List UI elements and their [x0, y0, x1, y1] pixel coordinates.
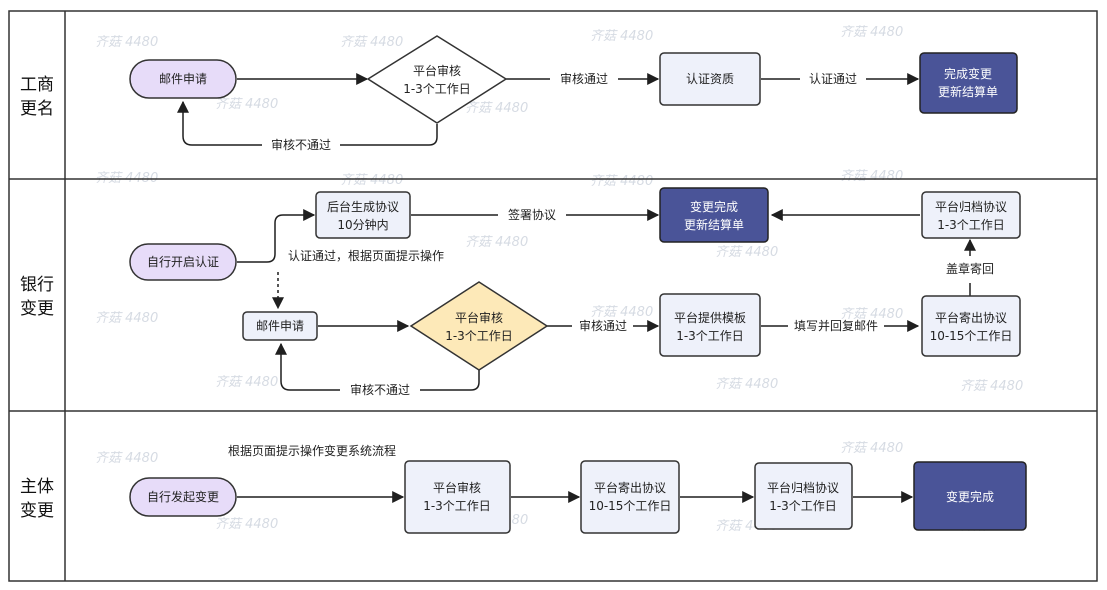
lane-titles: 工商 更名 银行 变更 主体 变更: [20, 75, 54, 521]
node-label: 1-3个工作日: [769, 499, 837, 513]
edge-label: 审核不通过: [350, 382, 410, 397]
node-label: 1-3个工作日: [445, 329, 513, 343]
edge-label: 审核通过: [579, 318, 627, 333]
process-node-template: [659, 293, 761, 357]
lane-title: 主体: [20, 477, 54, 497]
node-label: 后台生成协议: [327, 199, 399, 214]
process-node-cert-qualification: [659, 52, 761, 106]
lane-note: 根据页面提示操作变更系统流程: [228, 443, 396, 458]
node-label: 平台审核: [413, 63, 461, 78]
watermark: 齐菇 4480: [340, 173, 403, 188]
lane-entity-change: 根据页面提示操作变更系统流程 自行发起变更 平台审核 1-3个工作日 平台寄出协…: [129, 443, 1027, 534]
node-label: 自行开启认证: [147, 255, 219, 269]
lane-title: 更名: [20, 99, 54, 119]
node-label: 10分钟内: [337, 217, 388, 232]
node-label: 1-3个工作日: [403, 82, 471, 96]
node-label: 1-3个工作日: [423, 499, 491, 513]
watermark: 齐菇 4480: [95, 35, 158, 50]
watermark: 齐菇 4480: [215, 97, 278, 112]
edge-label: 认证通过: [809, 72, 857, 86]
node-label: 平台寄出协议: [935, 310, 1007, 325]
process-node-backend-generate: [315, 191, 411, 239]
node-label: 1-3个工作日: [676, 329, 744, 343]
edge-label: 认证通过，根据页面提示操作: [288, 248, 444, 263]
watermark: 齐菇 4480: [840, 441, 903, 456]
node-label: 自行发起变更: [147, 489, 219, 504]
watermark: 齐菇 4480: [95, 451, 158, 466]
start-node-self-start-cert: [129, 243, 237, 281]
edge-label: 签署协议: [508, 207, 556, 222]
end-node-change-done: [659, 187, 769, 243]
process-node-archive: [754, 462, 853, 530]
watermark: 齐菇 4480: [840, 169, 903, 184]
edge-label: 填写并回复邮件: [794, 319, 878, 333]
node-label: 平台提供模板: [674, 310, 746, 325]
process-node-mail-out: [580, 460, 680, 534]
watermark: 齐菇 4480: [840, 307, 903, 322]
start-node-mail-apply: [129, 59, 237, 99]
end-node-change-done: [913, 461, 1027, 531]
edge-label: 盖章寄回: [946, 261, 994, 276]
watermark: 齐菇 4480: [590, 305, 653, 320]
node-label: 平台寄出协议: [594, 480, 666, 495]
node-label: 平台审核: [433, 480, 481, 495]
node-label: 平台归档协议: [767, 480, 839, 495]
watermark: 齐菇 4480: [215, 375, 278, 390]
watermark: 齐菇 4480: [465, 235, 528, 250]
node-label: 10-15个工作日: [589, 499, 672, 513]
watermark: 齐菇 4480: [95, 311, 158, 326]
decision-node-platform-review: [366, 35, 508, 124]
edge-line: [340, 124, 438, 146]
process-node-archive: [921, 191, 1021, 239]
node-label: 认证资质: [686, 72, 734, 86]
swimlane-frame: [8, 10, 1098, 582]
node-label: 平台审核: [455, 310, 503, 325]
watermark: 齐菇 4480: [465, 101, 528, 116]
node-label: 完成变更: [944, 66, 992, 81]
node-label: 更新结算单: [684, 217, 744, 232]
start-node-self-start-change: [129, 477, 237, 517]
lane-title: 变更: [20, 501, 54, 521]
process-node-platform-review: [404, 460, 511, 534]
node-label: 邮件申请: [159, 72, 207, 86]
decision-node-platform-review: [409, 281, 549, 371]
lane-business-rename: 邮件申请 平台审核 1-3个工作日 审核通过 认证资质 认证通过 完成变更 更新…: [129, 35, 1018, 152]
edge-label: 审核通过: [560, 71, 608, 86]
node-label: 1-3个工作日: [937, 218, 1005, 232]
lane-title: 变更: [20, 299, 54, 319]
edge-label: 审核不通过: [271, 137, 331, 152]
edge-arrow: [177, 100, 262, 146]
node-label: 变更完成: [690, 199, 738, 214]
node-label: 平台归档协议: [935, 199, 1007, 214]
watermark: 齐菇 4480: [960, 379, 1023, 394]
watermark: 齐菇 4480: [715, 245, 778, 260]
watermark: 齐菇 4480: [590, 29, 653, 44]
node-label: 变更完成: [946, 489, 994, 504]
process-node-mail-out: [921, 295, 1021, 357]
edge-line: [420, 370, 480, 391]
watermark: 齐菇 4480: [340, 35, 403, 50]
node-label: 10-15个工作日: [930, 329, 1013, 343]
node-label: 邮件申请: [256, 319, 304, 333]
frame-border: [8, 10, 1098, 582]
watermark: 齐菇 4480: [840, 25, 903, 40]
lane-bank-change: 自行开启认证 后台生成协议 10分钟内 签署协议 变更完成 更新结算单 平台归档…: [129, 187, 1021, 397]
edge-arrow: [237, 209, 316, 263]
watermark: 齐菇 4480: [215, 517, 278, 532]
process-node-mail-apply: [242, 311, 318, 341]
node-label: 更新结算单: [938, 84, 998, 99]
edge-arrow: [275, 342, 340, 391]
lane-title: 银行: [20, 275, 54, 295]
end-node-finish: [919, 52, 1018, 114]
lane-title: 工商: [20, 75, 54, 95]
watermark: 齐菇 4480: [715, 377, 778, 392]
watermark: 齐菇 4480: [590, 174, 653, 189]
watermark-layer: 齐菇 4480 齐菇 4480 齐菇 4480 齐菇 4480 齐菇 4480 …: [95, 25, 1023, 534]
